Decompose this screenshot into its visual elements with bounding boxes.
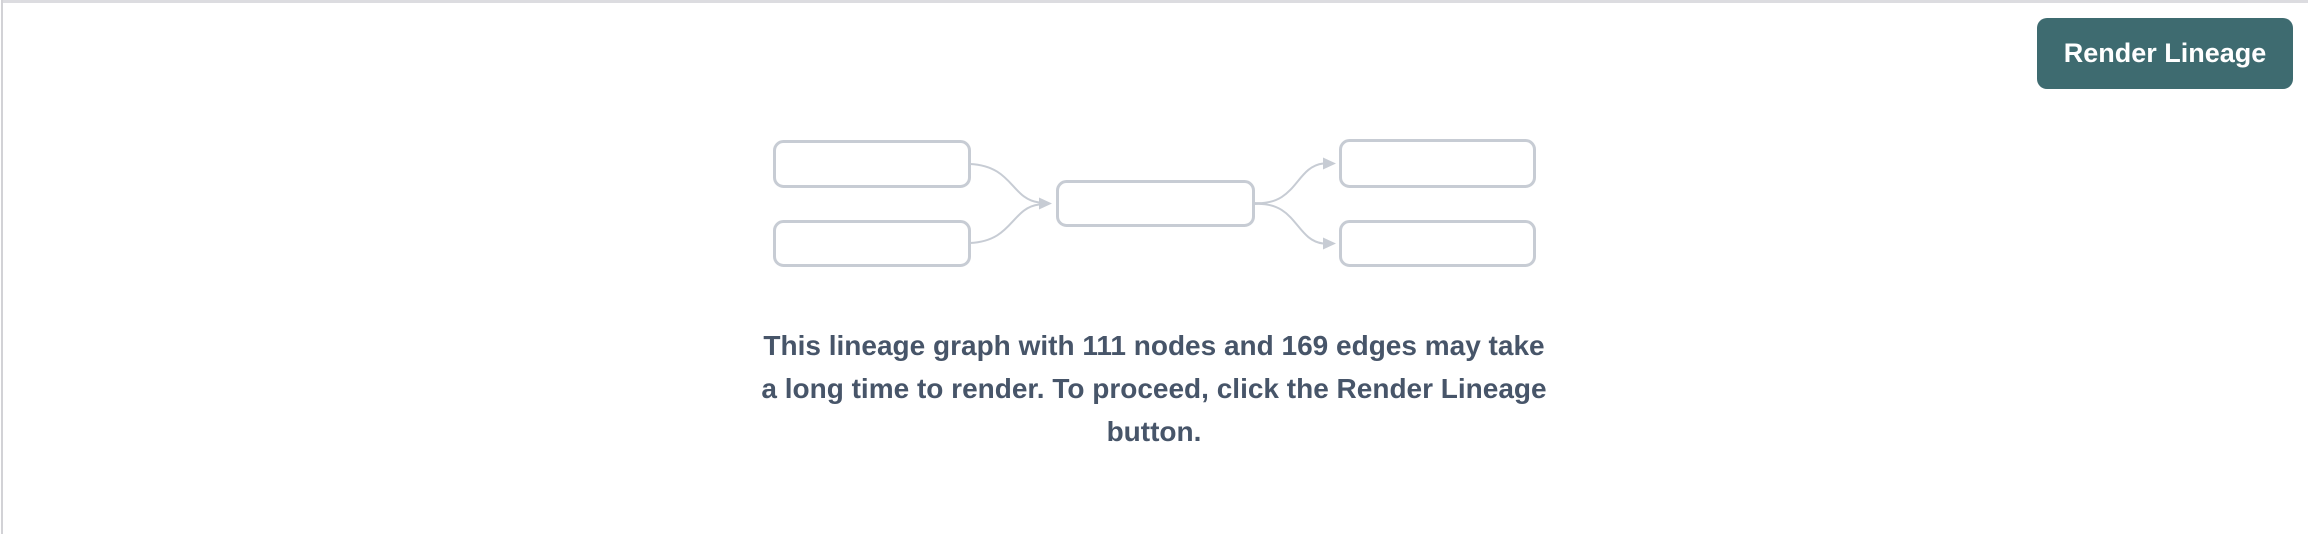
panel-left-border [1, 0, 3, 534]
render-warning-line: a long time to render. To proceed, click… [761, 373, 1547, 404]
lineage-graph-placeholder-graphic [773, 139, 1536, 267]
placeholder-node-upstream-bottom [773, 220, 971, 267]
placeholder-edge [1253, 202, 1324, 245]
placeholder-edge [969, 203, 1040, 244]
placeholder-edge [969, 163, 1040, 204]
render-lineage-button[interactable]: Render Lineage [2037, 18, 2293, 89]
render-warning-line: button. [1106, 416, 1202, 447]
render-warning-line: This lineage graph with 111 nodes and 16… [763, 330, 1545, 361]
placeholder-edge [1253, 162, 1324, 205]
placeholder-node-downstream-top [1339, 139, 1536, 188]
edge-arrowhead-icon [1323, 157, 1336, 170]
panel-top-border [3, 0, 2308, 3]
edge-arrowhead-icon [1323, 237, 1336, 250]
render-warning-message: This lineage graph with 111 nodes and 16… [0, 324, 2308, 453]
placeholder-node-upstream-top [773, 140, 971, 188]
placeholder-node-center [1056, 180, 1255, 227]
placeholder-node-downstream-bottom [1339, 220, 1536, 267]
edge-arrowhead-icon [1039, 197, 1052, 210]
